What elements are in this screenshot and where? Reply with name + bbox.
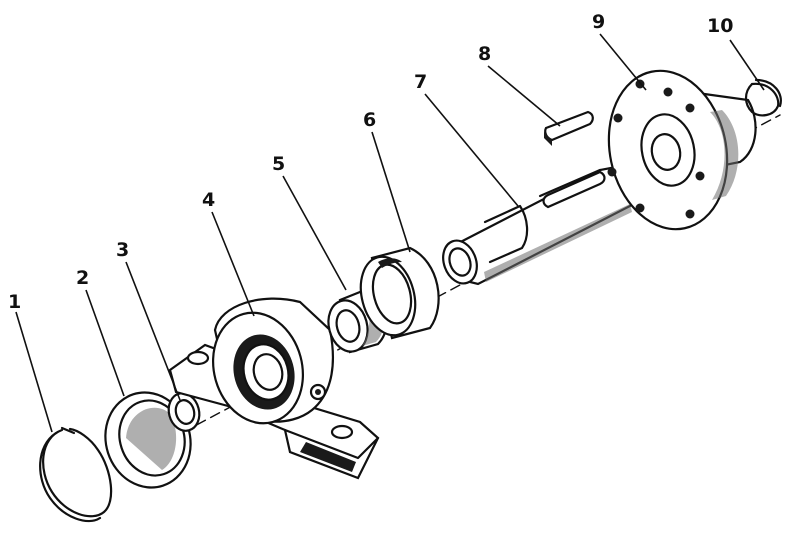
part-6-collar bbox=[359, 246, 440, 340]
leader-3 bbox=[125, 261, 181, 401]
leader-2 bbox=[85, 289, 125, 397]
part-10-circlip bbox=[744, 78, 782, 117]
part-1-circlip bbox=[39, 426, 113, 523]
leader-6 bbox=[371, 131, 411, 253]
leader-5 bbox=[282, 175, 347, 291]
callout-3: 3 bbox=[116, 239, 129, 261]
part-8-key bbox=[544, 110, 594, 146]
leader-4 bbox=[211, 211, 255, 317]
leader-10 bbox=[729, 39, 765, 91]
part-7-shaft bbox=[442, 162, 639, 286]
leader-9 bbox=[599, 33, 647, 91]
callout-8: 8 bbox=[478, 43, 491, 65]
leader-1 bbox=[15, 311, 53, 433]
callout-1: 1 bbox=[8, 291, 21, 313]
callout-7: 7 bbox=[414, 71, 427, 93]
leader-8 bbox=[487, 65, 561, 127]
part-9-flange bbox=[607, 69, 757, 231]
callout-4: 4 bbox=[202, 189, 215, 211]
callout-9: 9 bbox=[592, 11, 605, 33]
callout-10: 10 bbox=[707, 15, 733, 37]
part-4-pillow-block bbox=[168, 297, 380, 480]
callout-2: 2 bbox=[76, 267, 89, 289]
leader-7 bbox=[424, 93, 519, 207]
callout-6: 6 bbox=[363, 109, 376, 131]
callout-5: 5 bbox=[272, 153, 285, 175]
